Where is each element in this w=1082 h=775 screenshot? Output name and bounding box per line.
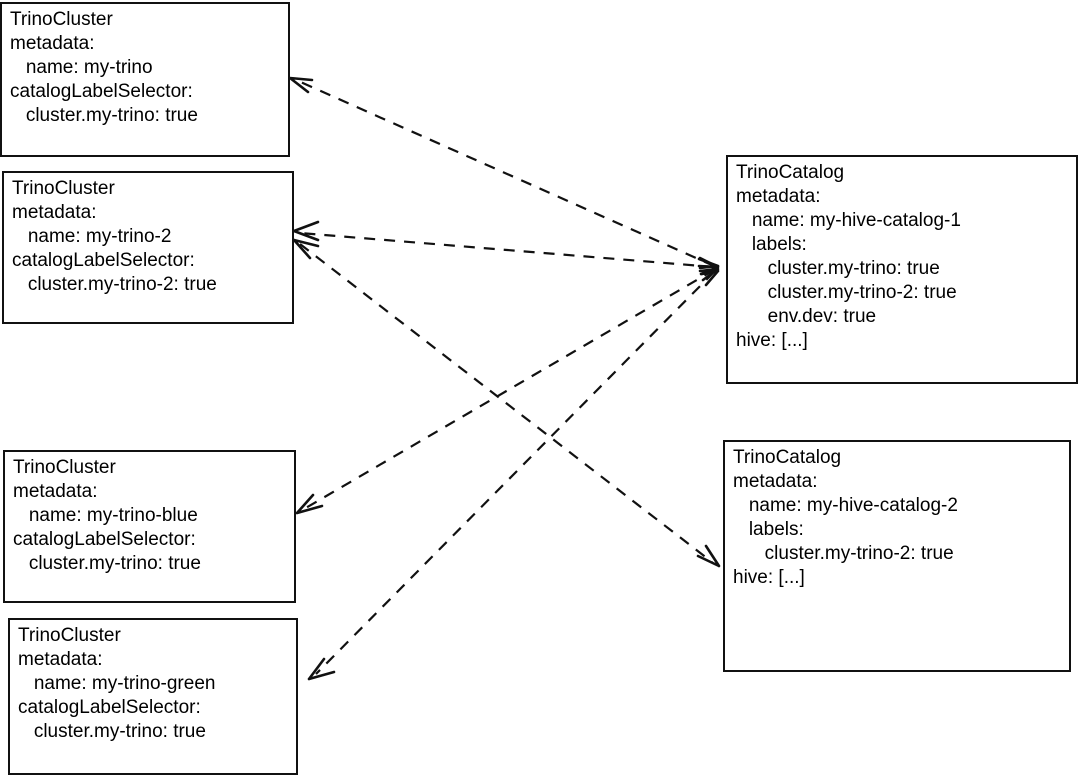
node-body-my-trino-green: TrinoCluster metadata: name: my-trino-gr… [18,625,216,742]
node-trinocluster-my-trino-2[interactable]: TrinoCluster metadata: name: my-trino-2 … [2,171,294,324]
edge-catalog1-to-my-trino-2 [292,220,720,270]
edge-catalog1-to-my-trino-blue [295,267,720,515]
node-trinocluster-my-trino-green[interactable]: TrinoCluster metadata: name: my-trino-gr… [8,618,298,775]
node-trinocluster-my-trino-blue[interactable]: TrinoCluster metadata: name: my-trino-bl… [3,450,296,603]
node-body-my-hive-catalog-1: TrinoCatalog metadata: name: my-hive-cat… [736,162,961,351]
node-trinocluster-my-trino[interactable]: TrinoCluster metadata: name: my-trino ca… [0,2,290,157]
edge-catalog1-to-my-trino [288,76,720,276]
edge-my-trino-2-to-catalog2 [292,238,721,568]
edge-catalog1-to-my-trino-green [307,269,720,681]
node-body-my-trino-2: TrinoCluster metadata: name: my-trino-2 … [12,178,217,295]
node-body-my-trino: TrinoCluster metadata: name: my-trino ca… [10,9,198,126]
node-body-my-trino-blue: TrinoCluster metadata: name: my-trino-bl… [13,457,201,574]
node-body-my-hive-catalog-2: TrinoCatalog metadata: name: my-hive-cat… [733,447,958,588]
node-trinocatalog-my-hive-catalog-1[interactable]: TrinoCatalog metadata: name: my-hive-cat… [726,155,1078,384]
node-trinocatalog-my-hive-catalog-2[interactable]: TrinoCatalog metadata: name: my-hive-cat… [723,440,1071,672]
